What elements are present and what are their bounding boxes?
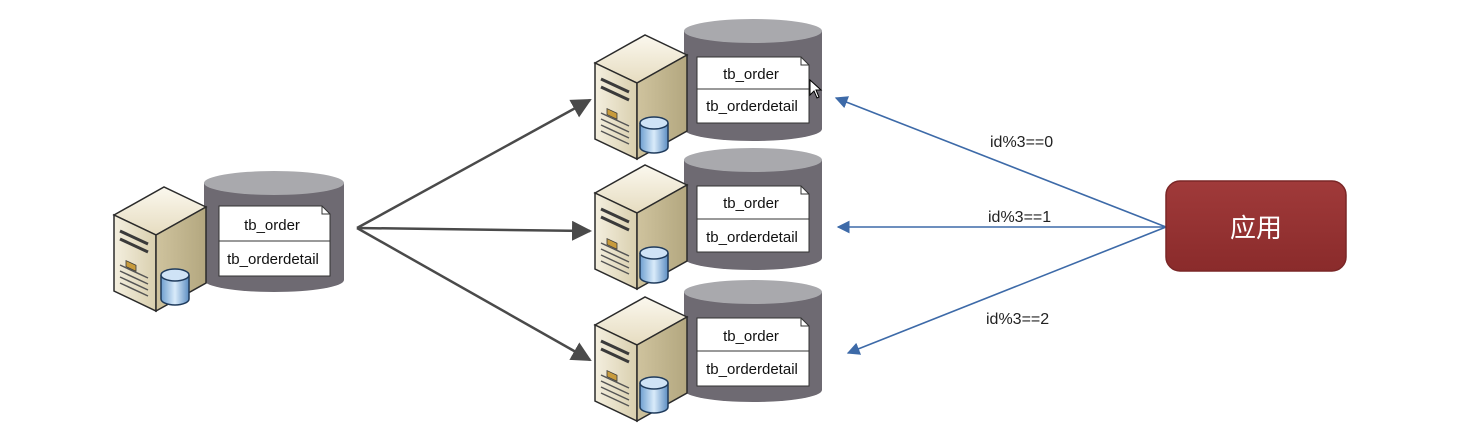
source-node: tb_order tb_orderdetail [112, 171, 344, 313]
shard-node-3: tb_order tb_orderdetail [593, 280, 822, 423]
table-name: tb_orderdetail [706, 361, 798, 378]
table-card: tb_order tb_orderdetail [696, 56, 810, 124]
split-arrow-2 [356, 220, 592, 241]
database-icon [639, 246, 669, 284]
table-card: tb_order tb_orderdetail [696, 317, 810, 387]
route-label-3: id%3==2 [986, 311, 1049, 328]
split-arrow-3 [356, 226, 592, 362]
server-icon [112, 185, 208, 313]
application-box: 应用 [1165, 180, 1347, 272]
table-card: tb_order tb_orderdetail [218, 205, 331, 277]
mouse-cursor-icon [809, 78, 823, 99]
table-name: tb_orderdetail [227, 251, 319, 268]
split-arrow-1 [356, 98, 592, 230]
table-card: tb_order tb_orderdetail [696, 185, 810, 253]
database-icon [639, 376, 669, 414]
route-label-2: id%3==1 [988, 209, 1051, 226]
database-icon [160, 268, 190, 306]
table-name: tb_order [244, 217, 300, 234]
application-label: 应用 [1230, 213, 1282, 243]
route-arrow-3 [846, 226, 1167, 355]
route-arrow-1 [834, 96, 1167, 228]
database-icon [639, 116, 669, 154]
route-arrows [834, 96, 1167, 355]
table-name: tb_order [723, 66, 779, 83]
table-name: tb_order [723, 328, 779, 345]
shard-node-1: tb_order tb_orderdetail [593, 19, 822, 161]
table-name: tb_orderdetail [706, 98, 798, 115]
table-name: tb_order [723, 195, 779, 212]
table-name: tb_orderdetail [706, 229, 798, 246]
shard-node-2: tb_order tb_orderdetail [593, 148, 822, 291]
route-label-1: id%3==0 [990, 134, 1053, 151]
split-arrows [356, 98, 592, 362]
